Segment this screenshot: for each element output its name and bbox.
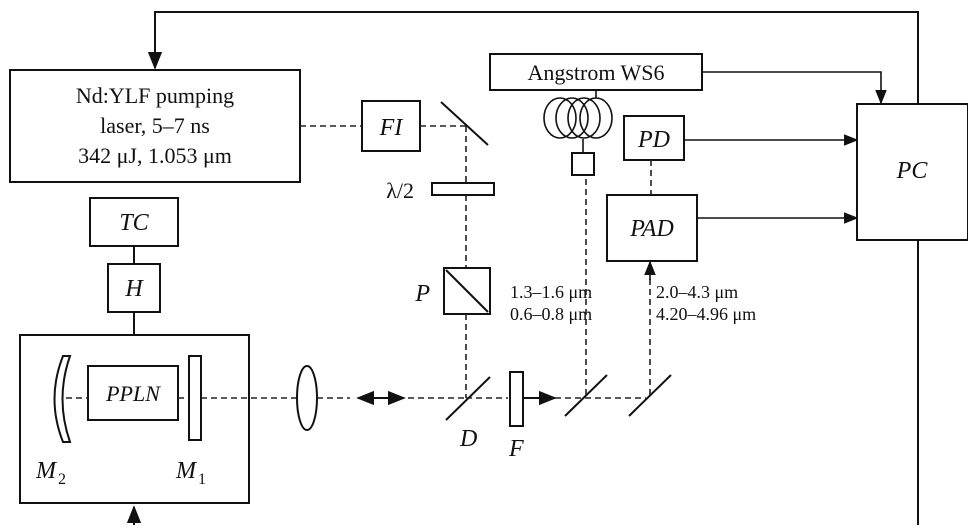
fi-label: FI xyxy=(379,115,404,141)
mirror-m2 xyxy=(53,355,72,443)
pump-laser-line3: 342 μJ, 1.053 μm xyxy=(78,143,232,168)
mirror-m1 xyxy=(188,355,202,441)
ppln-crystal xyxy=(87,365,179,421)
beam-splitter-1 xyxy=(564,374,608,417)
lambda-half-label: λ/2 xyxy=(386,178,414,203)
half-wave-plate xyxy=(431,182,495,196)
pd-box xyxy=(623,115,685,161)
fiber-coupler xyxy=(571,152,595,176)
angstrom-label: Angstrom WS6 xyxy=(527,60,664,85)
signal-wl-line1: 1.3–1.6 μm xyxy=(510,282,592,302)
m1-subscript: 1 xyxy=(198,471,206,488)
pad-label: PAD xyxy=(629,216,674,242)
idler-wl-line2: 4.20–4.96 μm xyxy=(656,304,756,324)
dichroic-label: D xyxy=(459,426,477,452)
fiber-coil-2 xyxy=(555,97,589,139)
lens xyxy=(296,365,318,431)
signal-wl-line2: 0.6–0.8 μm xyxy=(510,304,592,324)
m2-subscript: 2 xyxy=(58,471,66,488)
fiber-coil-1 xyxy=(543,97,577,139)
tc-label: TC xyxy=(119,210,149,236)
angstrom-box xyxy=(489,53,703,91)
pd-label: PD xyxy=(637,127,670,153)
pump-laser-line2: laser, 5–7 ns xyxy=(100,113,210,138)
polarizer-diagonal xyxy=(445,269,489,313)
filter-f xyxy=(509,371,524,427)
h-label: H xyxy=(124,276,144,302)
beam-splitter-2 xyxy=(628,374,672,417)
filter-label: F xyxy=(508,436,524,462)
turning-mirror xyxy=(440,101,489,146)
pc-label: PC xyxy=(896,158,929,184)
pad-box xyxy=(606,194,698,262)
m2-letter: M xyxy=(35,458,58,484)
ppln-label: PPLN xyxy=(105,381,161,406)
angstrom-pc-arrow xyxy=(702,71,887,105)
pump-laser-line1: Nd:YLF pumping xyxy=(76,83,234,108)
fi-box xyxy=(361,100,421,152)
pc-box xyxy=(856,103,968,241)
pump-laser-box xyxy=(9,69,301,183)
idler-wl-line1: 2.0–4.3 μm xyxy=(656,282,738,302)
h-box xyxy=(107,263,161,313)
fiber-coil-3 xyxy=(567,97,601,139)
m1-letter: M xyxy=(175,458,198,484)
polarizer-label: P xyxy=(414,281,430,307)
